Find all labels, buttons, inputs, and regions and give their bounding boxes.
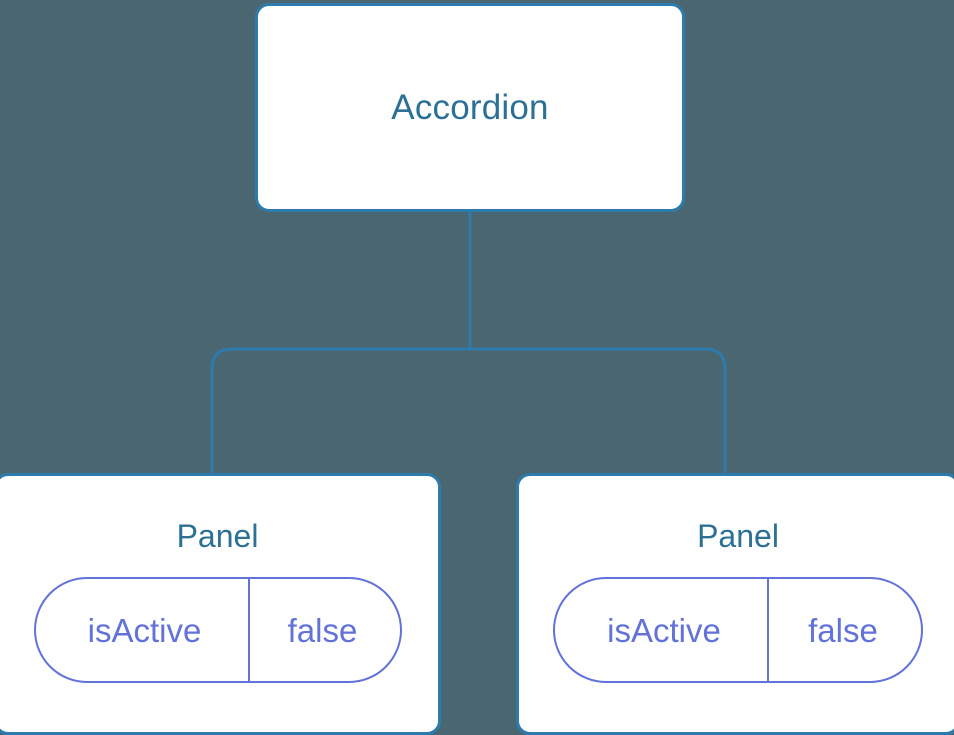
state-pill-panel-0[interactable]: isActive false <box>33 577 402 683</box>
node-panel-1-label: Panel <box>697 518 779 554</box>
state-key-panel-0: isActive <box>36 579 250 681</box>
node-accordion[interactable]: Accordion <box>255 3 685 212</box>
state-key-panel-1: isActive <box>555 579 769 681</box>
state-value-panel-1: false <box>808 611 878 649</box>
state-value-panel-0: false <box>287 611 358 649</box>
node-accordion-label: Accordion <box>391 88 549 127</box>
connector-branch-right <box>470 347 727 476</box>
connector-branch-left <box>210 347 470 476</box>
state-pill-panel-1[interactable]: isActive false <box>553 577 923 683</box>
node-panel-1[interactable]: Panel isActive false <box>516 473 954 735</box>
node-panel-0-label: Panel <box>176 518 259 554</box>
node-panel-0[interactable]: Panel isActive false <box>0 473 441 735</box>
